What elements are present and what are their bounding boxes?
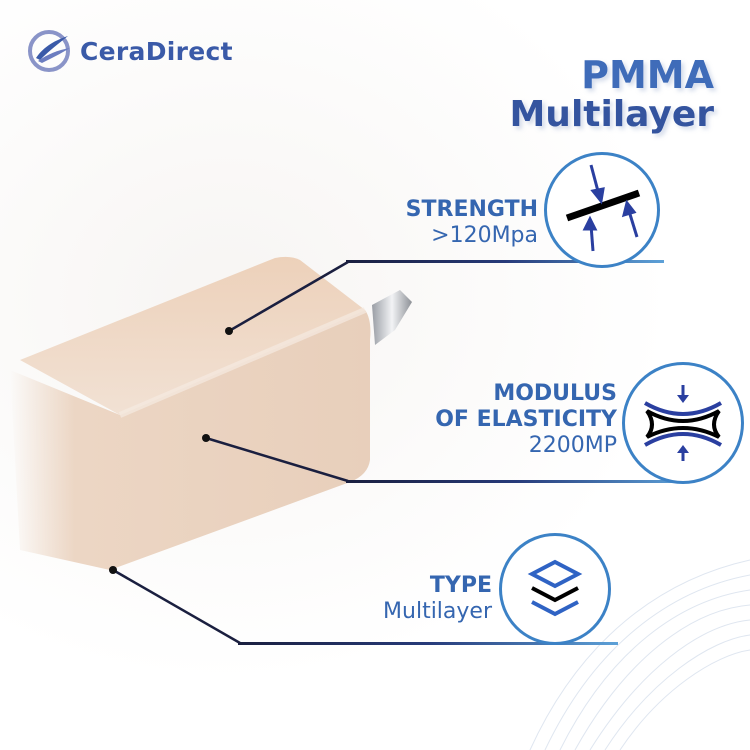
modulus-icon-circle — [622, 362, 744, 484]
feature-strength: STRENGTH >120Mpa — [406, 197, 538, 249]
leader-line-strength — [346, 260, 664, 263]
pmma-block-image — [10, 256, 412, 570]
feature-modulus-value: 2200MP — [528, 433, 617, 458]
compression-beam-icon — [565, 164, 641, 252]
wing-swoosh-logo-icon — [28, 30, 70, 72]
type-icon-circle — [499, 533, 611, 645]
feature-type: TYPE Multilayer — [383, 573, 492, 625]
feature-modulus-heading-line-1: MODULUS — [493, 381, 617, 406]
brand-logo: CeraDirect — [26, 28, 233, 74]
strength-icon-circle — [544, 152, 660, 268]
feature-type-heading: TYPE — [429, 573, 492, 598]
feature-strength-heading: STRENGTH — [405, 197, 538, 222]
feature-modulus-heading-line-2: OF ELASTICITY — [435, 407, 617, 432]
layers-stack-icon — [527, 559, 583, 617]
feature-modulus: MODULUS OF ELASTICITY 2200MP — [435, 381, 617, 459]
brand-name: CeraDirect — [80, 36, 233, 66]
leader-line-type — [238, 642, 618, 645]
elasticity-compression-icon — [643, 385, 723, 461]
decorative-swoosh — [529, 559, 750, 750]
title-line-2: Multilayer — [509, 93, 714, 135]
feature-type-value: Multilayer — [383, 599, 492, 624]
title-line-1: PMMA — [581, 53, 714, 97]
leader-line-modulus — [346, 480, 686, 483]
product-title: PMMA Multilayer — [509, 53, 714, 135]
feature-strength-value: >120Mpa — [431, 223, 538, 248]
